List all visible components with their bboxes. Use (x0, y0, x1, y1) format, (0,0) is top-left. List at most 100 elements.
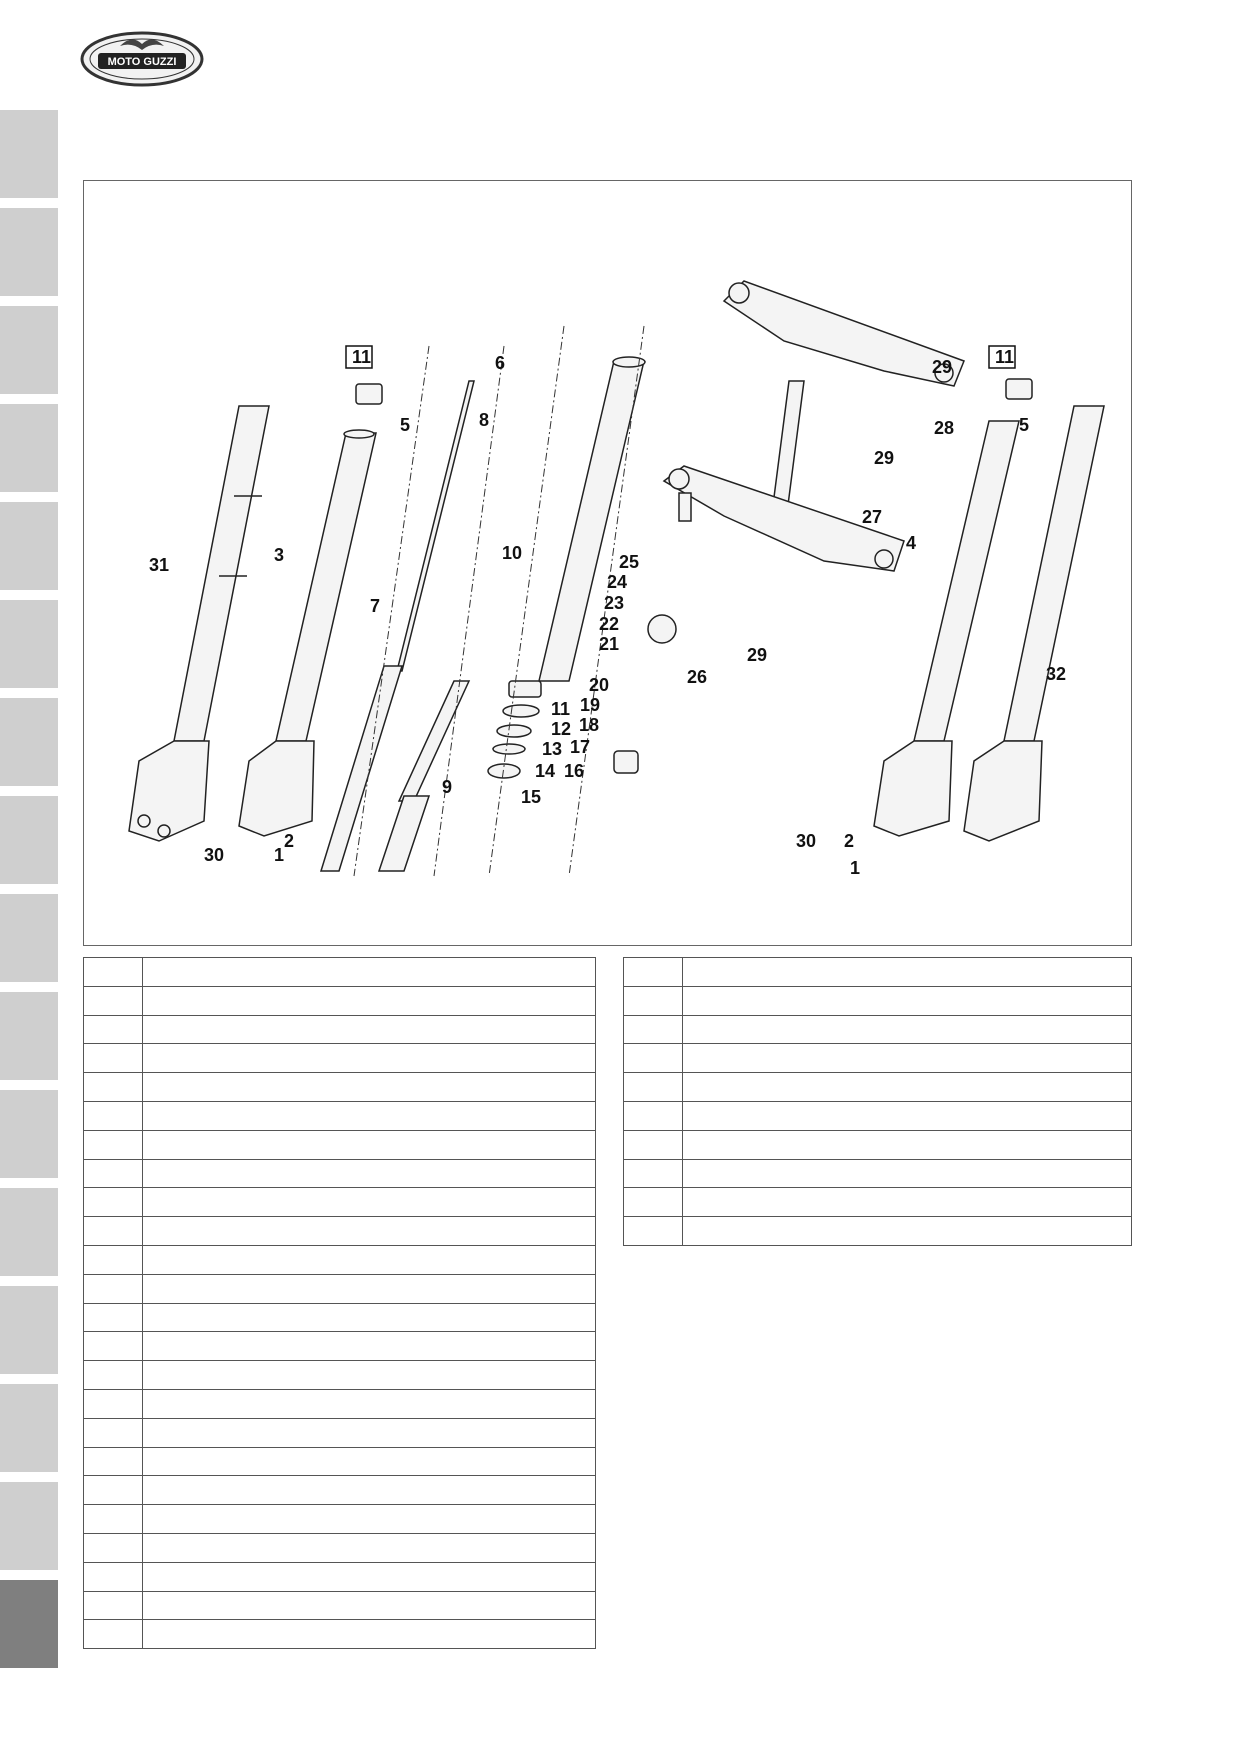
part-description-cell (682, 1043, 1132, 1074)
table-row (623, 1014, 1132, 1045)
table-row (83, 1619, 596, 1650)
part-number-cell (83, 1100, 143, 1131)
part-description-cell (682, 1216, 1132, 1246)
part-number-cell (83, 1072, 143, 1102)
callout-5: 5 (400, 415, 410, 435)
section-tab[interactable] (0, 600, 58, 688)
callout-13: 13 (542, 739, 562, 759)
table-row (623, 1158, 1132, 1189)
part-description-cell (142, 1244, 596, 1275)
part-description-cell (142, 957, 596, 987)
table-row (83, 1446, 596, 1477)
section-tab[interactable] (0, 1482, 58, 1570)
callout-12: 12 (551, 719, 571, 739)
part-number-cell (83, 1216, 143, 1246)
part-description-cell (142, 1532, 596, 1563)
section-tab[interactable] (0, 1384, 58, 1472)
table-row (83, 1302, 596, 1333)
part-description-cell (142, 1043, 596, 1074)
callout-6: 6 (495, 353, 505, 373)
part-number-cell (83, 985, 143, 1016)
callout-31: 31 (149, 555, 169, 575)
part-number-cell (623, 985, 683, 1016)
callout-29: 29 (932, 357, 952, 377)
section-tab[interactable] (0, 502, 58, 590)
part-number-cell (83, 1417, 143, 1448)
section-tab[interactable] (0, 1188, 58, 1276)
part-number-cell (83, 1129, 143, 1160)
callout-16: 16 (564, 761, 584, 781)
table-row (83, 1043, 596, 1074)
callout-11-boxed: 11 (352, 347, 371, 367)
part-number-cell (83, 1504, 143, 1534)
callout-29-c: 29 (747, 645, 767, 665)
table-row (623, 1129, 1132, 1160)
part-number-cell (83, 957, 143, 987)
callout-2: 2 (284, 831, 294, 851)
callout-15: 15 (521, 787, 541, 807)
part-number-cell (623, 1129, 683, 1160)
callout-9: 9 (442, 777, 452, 797)
section-tab[interactable] (0, 1090, 58, 1178)
part-callouts: 11 11 1 2 3 4 5 6 7 8 9 10 11 12 13 14 1… (149, 345, 1066, 878)
part-number-cell (623, 1014, 683, 1045)
part-description-cell (142, 1446, 596, 1477)
part-description-cell (682, 1129, 1132, 1160)
callout-2-right: 2 (844, 831, 854, 851)
table-row (83, 1561, 596, 1592)
part-number-cell (83, 1360, 143, 1390)
section-tab[interactable] (0, 404, 58, 492)
part-number-cell (623, 1043, 683, 1074)
callout-32: 32 (1046, 664, 1066, 684)
table-row (83, 1475, 596, 1506)
part-description-cell (142, 1187, 596, 1218)
table-row (83, 1072, 596, 1102)
callout-30-right: 30 (796, 831, 816, 851)
callout-23: 23 (604, 593, 624, 613)
table-row (623, 1187, 1132, 1218)
callout-20: 20 (589, 675, 609, 695)
part-description-cell (142, 1475, 596, 1506)
table-row (623, 1216, 1132, 1246)
section-tab[interactable] (0, 306, 58, 394)
part-description-cell (682, 1014, 1132, 1045)
callout-7: 7 (370, 596, 380, 616)
part-description-cell (142, 1388, 596, 1419)
callout-26: 26 (687, 667, 707, 687)
part-number-cell (623, 1072, 683, 1102)
section-tab[interactable] (0, 796, 58, 884)
table-row (83, 1331, 596, 1362)
section-tab[interactable] (0, 1286, 58, 1374)
table-row (623, 985, 1132, 1016)
part-number-cell (83, 1590, 143, 1621)
parts-table-right (623, 957, 1132, 1246)
part-description-cell (142, 985, 596, 1016)
table-row (623, 1100, 1132, 1131)
part-description-cell (682, 1072, 1132, 1102)
table-row (83, 1273, 596, 1304)
part-description-cell (142, 1273, 596, 1304)
table-row (83, 1100, 596, 1131)
callout-3: 3 (274, 545, 284, 565)
section-tab[interactable] (0, 698, 58, 786)
section-tab[interactable] (0, 992, 58, 1080)
callout-25: 25 (619, 552, 639, 572)
table-row (83, 1014, 596, 1045)
callout-27: 27 (862, 507, 882, 527)
section-tab[interactable] (0, 894, 58, 982)
section-tab[interactable] (0, 208, 58, 296)
part-number-cell (83, 1043, 143, 1074)
section-tab[interactable] (0, 110, 58, 198)
section-tab-active[interactable] (0, 1580, 58, 1668)
part-number-cell (623, 1187, 683, 1218)
part-number-cell (83, 1014, 143, 1045)
table-row (83, 1532, 596, 1563)
table-row (83, 1129, 596, 1160)
callout-10: 10 (502, 543, 522, 563)
part-description-cell (142, 1331, 596, 1362)
callout-17: 17 (570, 737, 590, 757)
table-row (83, 1187, 596, 1218)
part-description-cell (682, 1158, 1132, 1189)
table-row (83, 1244, 596, 1275)
part-number-cell (83, 1475, 143, 1506)
